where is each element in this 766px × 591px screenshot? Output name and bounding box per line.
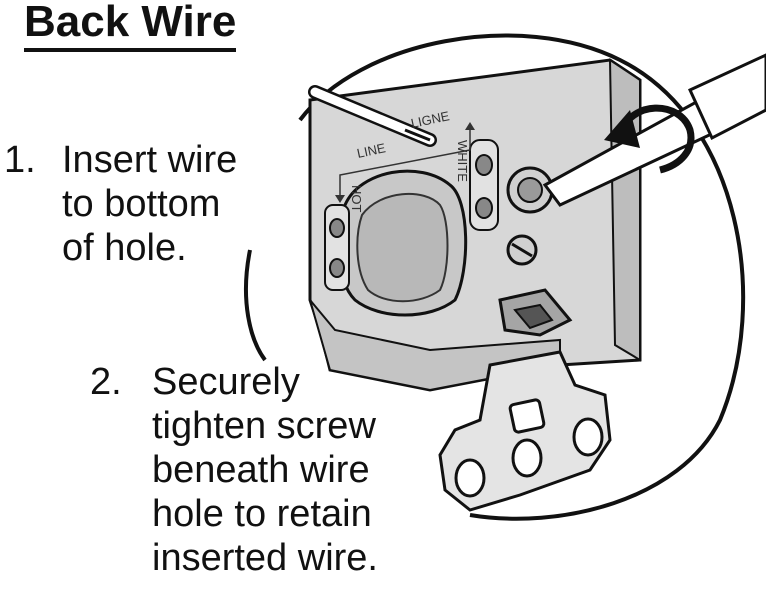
mounting-strap bbox=[438, 350, 612, 512]
step-1-number: 1. bbox=[4, 139, 36, 181]
hot-terminal bbox=[324, 204, 350, 291]
page-title: Back Wire bbox=[24, 0, 237, 52]
terminal-screw bbox=[506, 166, 554, 214]
white-terminal bbox=[469, 139, 499, 231]
magnifier-circle-left bbox=[243, 249, 267, 362]
white-label: WHITE bbox=[455, 140, 470, 182]
ground-screw bbox=[506, 234, 538, 266]
step-2-number: 2. bbox=[90, 361, 122, 403]
inserted-wire bbox=[308, 85, 437, 147]
line-ligne-label: LINE LIGNE bbox=[356, 108, 452, 161]
step-2-text: Securely tighten screw beneath wire hole… bbox=[152, 361, 378, 579]
magnifier-circle bbox=[298, 33, 746, 521]
svg-text:LINE: LINE bbox=[356, 140, 388, 161]
rotate-arrow-icon bbox=[604, 104, 695, 174]
hot-label: HOT bbox=[349, 185, 364, 213]
screwdriver bbox=[542, 53, 766, 207]
receptacle-face bbox=[337, 169, 468, 317]
step-1-text: Insert wire to bottom of hole. bbox=[62, 139, 238, 269]
ground-clip bbox=[498, 288, 573, 337]
